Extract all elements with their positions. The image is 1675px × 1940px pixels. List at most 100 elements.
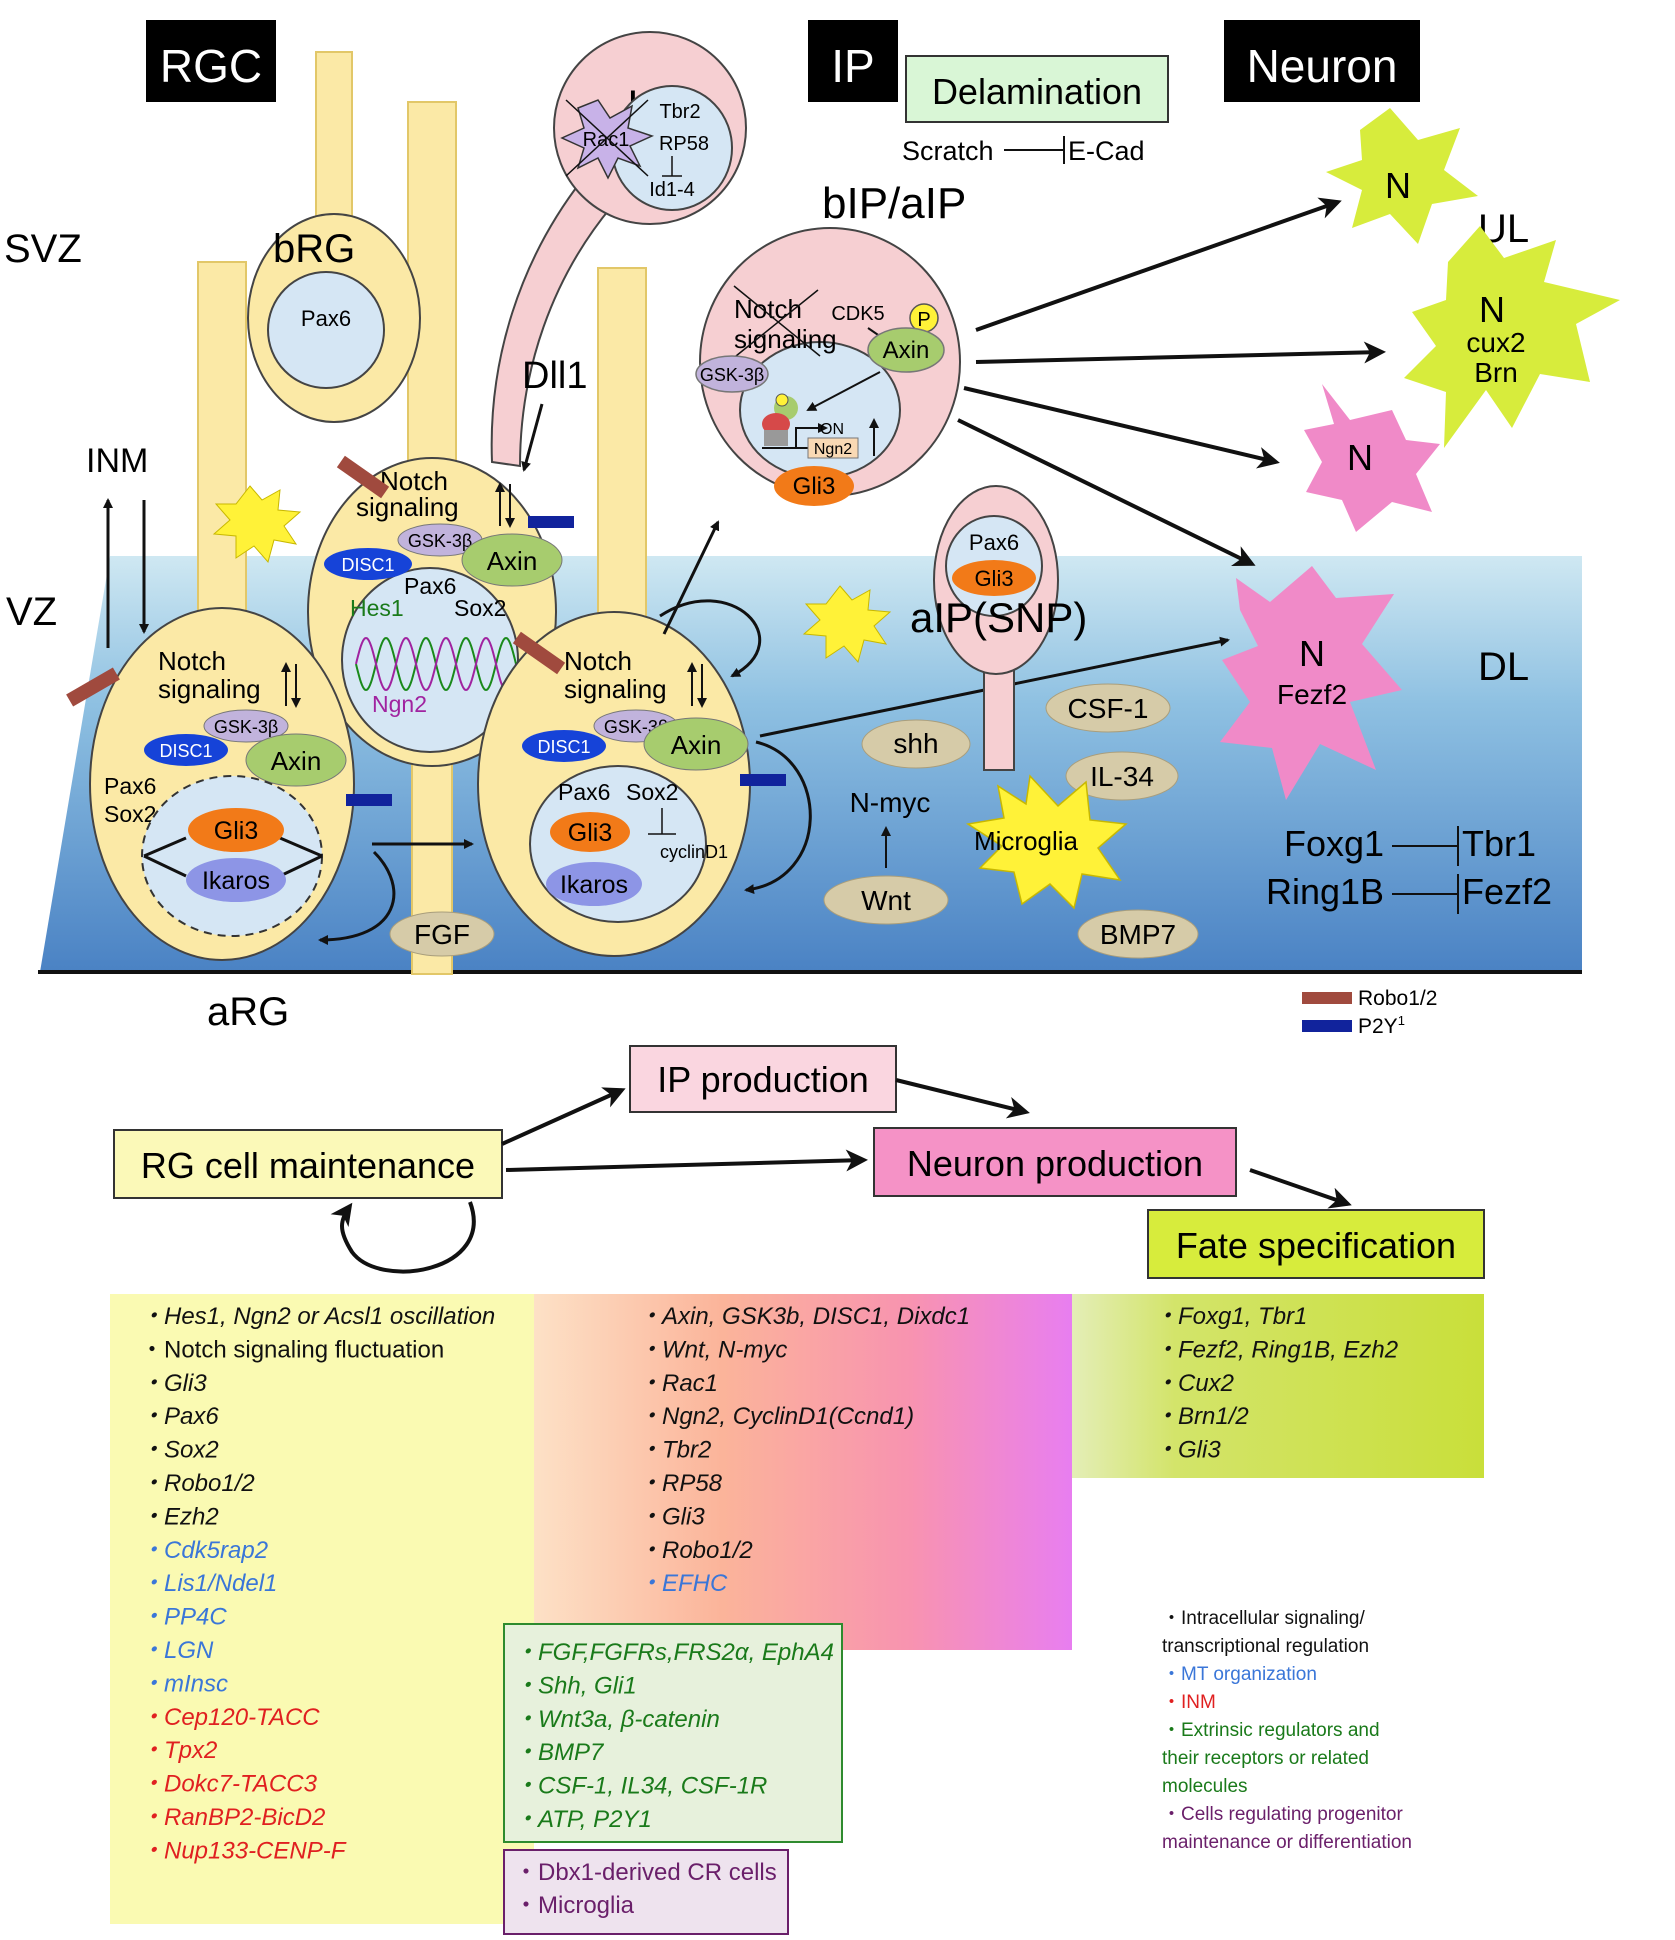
spindle-right-a [279, 836, 323, 858]
fgf-ellipse [389, 911, 495, 957]
left-rg-process [197, 261, 247, 643]
left-axin-label: Axin [271, 746, 322, 776]
legend-p2y-swatch [1302, 1020, 1352, 1032]
left-ikaros-label: Ikaros [202, 867, 270, 895]
ngn2-oscillation-wave [355, 636, 517, 692]
ip-header: IP [831, 40, 874, 92]
bip-aip-gli3-label: Gli3 [793, 473, 836, 500]
left-gsk-label: GSK-3β [214, 717, 278, 737]
fate-factor-list: ・Foxg1, Tbr1・Fezf2, Ring1B, Ezh2・Cux2・Br… [1154, 1303, 1398, 1464]
mid-axin [461, 533, 563, 587]
fate-list-item: ・Cux2 [1154, 1370, 1234, 1397]
bip-aip-notch2: signaling [734, 324, 837, 354]
rg-to-neuron-flow-arrow [505, 1149, 868, 1172]
ip-production-label: IP production [657, 1059, 868, 1100]
extrinsic-list-item: ・ATP, P2Y1 [514, 1806, 652, 1833]
right-disc1-label: DISC1 [537, 737, 590, 757]
rg-list-item: ・RanBP2-BicD2 [140, 1804, 325, 1831]
ip-production-box [629, 1045, 897, 1113]
fate-list-item: ・Foxg1, Tbr1 [1154, 1303, 1307, 1330]
fate-list-item: ・Fezf2, Ring1B, Ezh2 [1154, 1336, 1398, 1363]
right-gli3-label: Gli3 [568, 819, 612, 847]
ring1b-label: Ring1B [1266, 871, 1384, 912]
bip-tbr2: Tbr2 [659, 101, 700, 123]
mid-disc1 [324, 548, 412, 580]
neuron-production-box [873, 1127, 1237, 1197]
ngn2-label: Ngn2 [814, 441, 852, 458]
bip-aip-gli3 [774, 466, 854, 506]
fgf-label: FGF [414, 919, 470, 950]
neuron-header-box [1224, 20, 1420, 102]
fate-list-item: ・Gli3 [1154, 1437, 1221, 1464]
dl-neuron-fezf2: Fezf2 [1277, 679, 1347, 710]
right-rg-process [597, 267, 647, 625]
ip-list-item: ・Ngn2, CyclinD1(Ccnd1) [638, 1403, 914, 1430]
rg-list-item: ・Sox2 [140, 1437, 219, 1464]
right-top-cycle-arrow [659, 599, 762, 678]
mid-hes1: Hes1 [350, 595, 404, 621]
vz-label: VZ [6, 590, 57, 634]
left-robo-marker [66, 667, 120, 707]
left-axin [245, 733, 347, 787]
mid-p2y-marker [528, 516, 574, 528]
aip-process [983, 659, 1015, 771]
factor-red [762, 413, 790, 435]
ul-neuron-1 [1326, 108, 1478, 244]
legend-category-item: molecules [1162, 1776, 1248, 1797]
legend-category-item: ・Extrinsic regulators and [1162, 1720, 1380, 1741]
ip-list-item: ・Tbr2 [638, 1437, 711, 1464]
dll1-label: Dll1 [522, 355, 587, 397]
mid-axin-label: Axin [487, 546, 538, 576]
left-sox2: Sox2 [104, 801, 156, 827]
rg-maintenance-box [113, 1129, 503, 1199]
legend-p2y-label: P2Y1 [1358, 1013, 1405, 1038]
rg-list-item: ・mInsc [140, 1670, 228, 1697]
rac1-label: Rac1 [583, 129, 630, 151]
ip-list-item: ・Gli3 [638, 1503, 705, 1530]
dll1-arrow [521, 403, 544, 472]
extrinsic-list-item: ・Wnt3a, β-catenin [514, 1706, 720, 1733]
ip-list-item: ・Axin, GSK3b, DISC1, Dixdc1 [638, 1303, 970, 1330]
extrinsic-factor-list: ・FGF,FGFRs,FRS2α, EphA4・Shh, Gli1・Wnt3a,… [514, 1639, 834, 1833]
extrinsic-list-item: ・FGF,FGFRs,FRS2α, EphA4 [514, 1639, 834, 1666]
legend-category-item: transcriptional regulation [1162, 1636, 1369, 1657]
mid-pax6: Pax6 [404, 573, 456, 599]
ip-to-dl-neuron-arrow [957, 418, 1256, 566]
ip-list-item: ・Rac1 [638, 1370, 718, 1397]
neuron-production-label: Neuron production [907, 1143, 1203, 1184]
right-axin [643, 717, 749, 771]
spindle-left-a [143, 836, 187, 858]
legend-category-item: ・Cells regulating progenitor [1162, 1804, 1403, 1825]
rg-list-item: ・LGN [140, 1637, 214, 1664]
fate-specification-box [1147, 1209, 1485, 1279]
bip-aip-cdk5: CDK5 [831, 303, 884, 325]
brg-label: bRG [273, 227, 355, 271]
fate-specification-label: Fate specification [1176, 1225, 1456, 1266]
il34-label: IL-34 [1090, 761, 1154, 792]
promoter-box [764, 430, 788, 446]
ip-list-item: ・RP58 [638, 1470, 723, 1497]
brg-pax6: Pax6 [301, 306, 351, 331]
extrinsic-list-item: ・BMP7 [514, 1739, 605, 1766]
svz-label: SVZ [4, 227, 82, 271]
bmp7-label: BMP7 [1100, 919, 1176, 950]
category-legend: ・Intracellular signaling/ transcriptiona… [1162, 1608, 1412, 1853]
cells-list-item: ・Dbx1-derived CR cells [514, 1859, 777, 1886]
ip-list-item: ・EFHC [638, 1570, 728, 1597]
csf1-label: CSF-1 [1068, 693, 1149, 724]
bip-aip-axin-label: Axin [883, 337, 930, 364]
bip-process [490, 178, 614, 468]
bip-aip-axin [867, 327, 945, 373]
inm-label: INM [86, 442, 148, 480]
right-p2y-marker [740, 774, 786, 786]
rg-list-item: ・Gli3 [140, 1370, 207, 1397]
mid-robo-marker [336, 455, 390, 499]
rg-list-item: ・PP4C [140, 1604, 227, 1631]
rg-to-ip-arrow [662, 520, 720, 635]
mid-rg-nucleus [341, 567, 519, 753]
ul-neuron-2-label: N [1479, 289, 1505, 330]
rg-list-item: ・Tpx2 [140, 1737, 217, 1764]
delamination-box [905, 55, 1169, 123]
aip-gli3-label: Gli3 [974, 566, 1013, 591]
